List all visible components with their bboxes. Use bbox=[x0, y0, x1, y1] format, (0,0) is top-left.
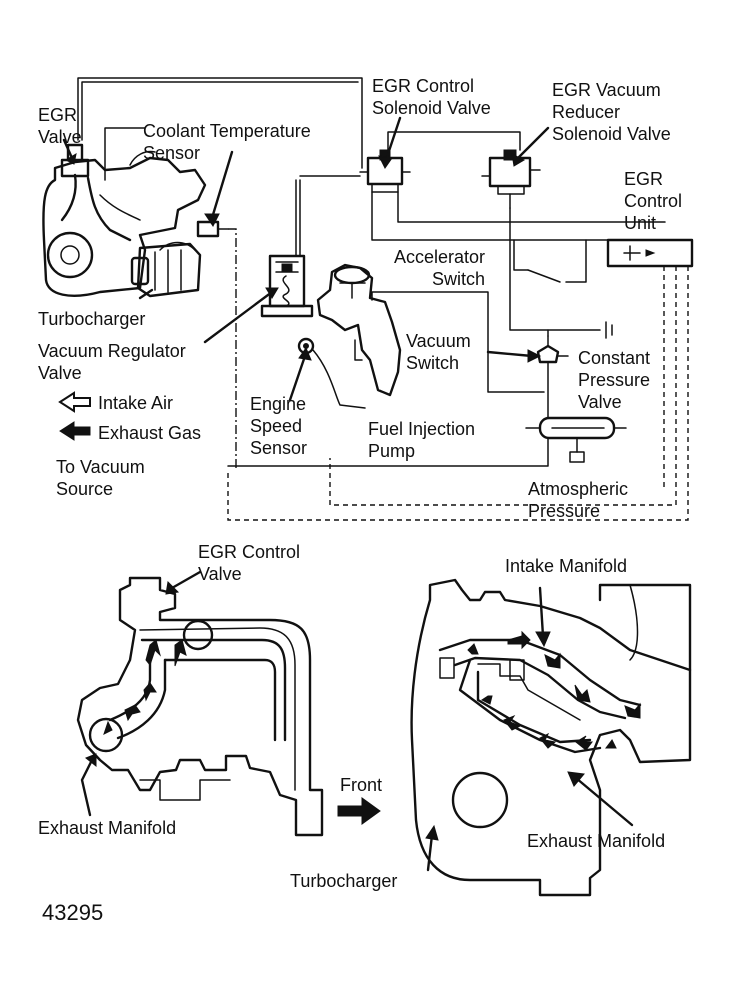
label-exhaust-manifold-right: Exhaust Manifold bbox=[527, 831, 666, 851]
accelerator-switch bbox=[513, 239, 587, 283]
coolant-temperature-sensor bbox=[196, 220, 237, 470]
label-egr-control-unit: EGR Control Unit bbox=[624, 169, 683, 233]
label-vacuum-regulator-valve: Vacuum Regulator Valve bbox=[38, 341, 186, 383]
bottom-left-egr-valve-view bbox=[76, 570, 324, 837]
label-turbocharger-top: Turbocharger bbox=[38, 309, 146, 329]
vacuum-switch bbox=[536, 335, 560, 364]
label-vacuum-switch: Vacuum Switch bbox=[406, 331, 471, 373]
legend-intake-air: Intake Air bbox=[98, 393, 174, 413]
turbocharger-top bbox=[130, 241, 202, 298]
label-atmospheric-pressure: Atmospheric Pressure bbox=[528, 479, 629, 521]
label-exhaust-manifold-left: Exhaust Manifold bbox=[38, 818, 177, 838]
exhaust-gas-arrow-icon bbox=[59, 421, 91, 441]
label-accelerator-switch: Accelerator Switch bbox=[394, 247, 486, 289]
constant-pressure-valve bbox=[525, 416, 627, 463]
label-egr-valve: EGR Valve bbox=[38, 105, 82, 147]
bottom-right-manifold-view bbox=[410, 578, 692, 897]
front-arrow-icon bbox=[337, 797, 381, 825]
label-front: Front bbox=[340, 775, 383, 795]
label-engine-speed-sensor: Engine Speed Sensor bbox=[250, 394, 308, 458]
label-egr-control-solenoid-valve: EGR Control Solenoid Valve bbox=[372, 76, 491, 118]
label-to-vacuum-source: To Vacuum Source bbox=[56, 457, 145, 499]
figure-number: 43295 bbox=[42, 900, 104, 925]
engine-egr-valve-assembly bbox=[42, 127, 207, 297]
intake-air-arrow-icon bbox=[58, 391, 91, 413]
legend-arrows bbox=[58, 391, 91, 441]
egr-control-solenoid-valve bbox=[359, 149, 411, 193]
label-egr-vacuum-reducer-solenoid-valve: EGR Vacuum Reducer Solenoid Valve bbox=[552, 80, 671, 144]
legend-exhaust-gas: Exhaust Gas bbox=[98, 423, 202, 443]
hose-and-wiring-lines bbox=[77, 77, 691, 521]
fuel-injection-pump bbox=[316, 263, 545, 397]
label-turbocharger-bottom: Turbocharger bbox=[290, 871, 398, 891]
label-egr-control-valve: EGR Control Valve bbox=[198, 542, 301, 584]
label-coolant-temperature-sensor: Coolant Temperature Sensor bbox=[143, 121, 311, 163]
label-fuel-injection-pump: Fuel Injection Pump bbox=[368, 419, 476, 461]
label-constant-pressure-valve: Constant Pressure Valve bbox=[578, 348, 651, 412]
egr-vacuum-reducer-solenoid-valve bbox=[481, 149, 541, 209]
label-intake-manifold: Intake Manifold bbox=[505, 556, 628, 576]
egr-control-unit bbox=[606, 238, 694, 268]
vacuum-regulator-valve bbox=[260, 254, 314, 318]
top-leader-arrows bbox=[62, 116, 550, 402]
